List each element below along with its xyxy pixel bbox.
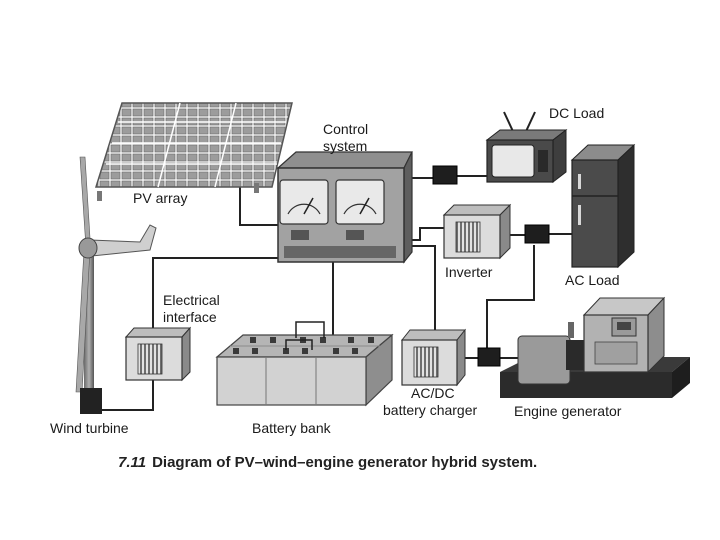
- caption-text: Diagram of PV–wind–engine generator hybr…: [152, 454, 537, 471]
- inverter: [442, 203, 512, 260]
- caption-number: 7.11: [118, 454, 146, 471]
- engine-generator: [500, 296, 690, 398]
- engine-generator-label: Engine generator: [514, 403, 622, 419]
- dc-load-label: DC Load: [549, 105, 604, 121]
- battery-bank-label: Battery bank: [252, 420, 332, 436]
- wind-turbine: [75, 156, 157, 414]
- wind-turbine-label: Wind turbine: [50, 420, 129, 436]
- inverter-label: Inverter: [445, 264, 493, 280]
- control-system: [276, 151, 413, 264]
- charger-label-line1: AC/DC: [411, 385, 455, 401]
- pv-array: [94, 102, 293, 201]
- battery-bank: [215, 321, 394, 407]
- electrical-interface-label-line1: Electrical: [163, 292, 220, 308]
- acdc-battery-charger: [400, 328, 467, 387]
- connection-boxes: [432, 165, 550, 367]
- ac-load-fridge: [570, 143, 636, 269]
- electrical-interface: [124, 326, 192, 382]
- electrical-interface-label-line2: interface: [163, 309, 217, 325]
- charger-label-line2: battery charger: [383, 402, 477, 418]
- pv-array-label: PV array: [133, 190, 187, 206]
- control-system-label-line1: Control: [323, 121, 368, 137]
- wiring: [100, 175, 572, 411]
- ac-load-label: AC Load: [565, 272, 619, 288]
- dc-load-tv: [485, 111, 568, 184]
- control-system-label-line2: system: [323, 138, 367, 154]
- figure-caption: 7.11 Diagram of PV–wind–engine generator …: [118, 454, 537, 471]
